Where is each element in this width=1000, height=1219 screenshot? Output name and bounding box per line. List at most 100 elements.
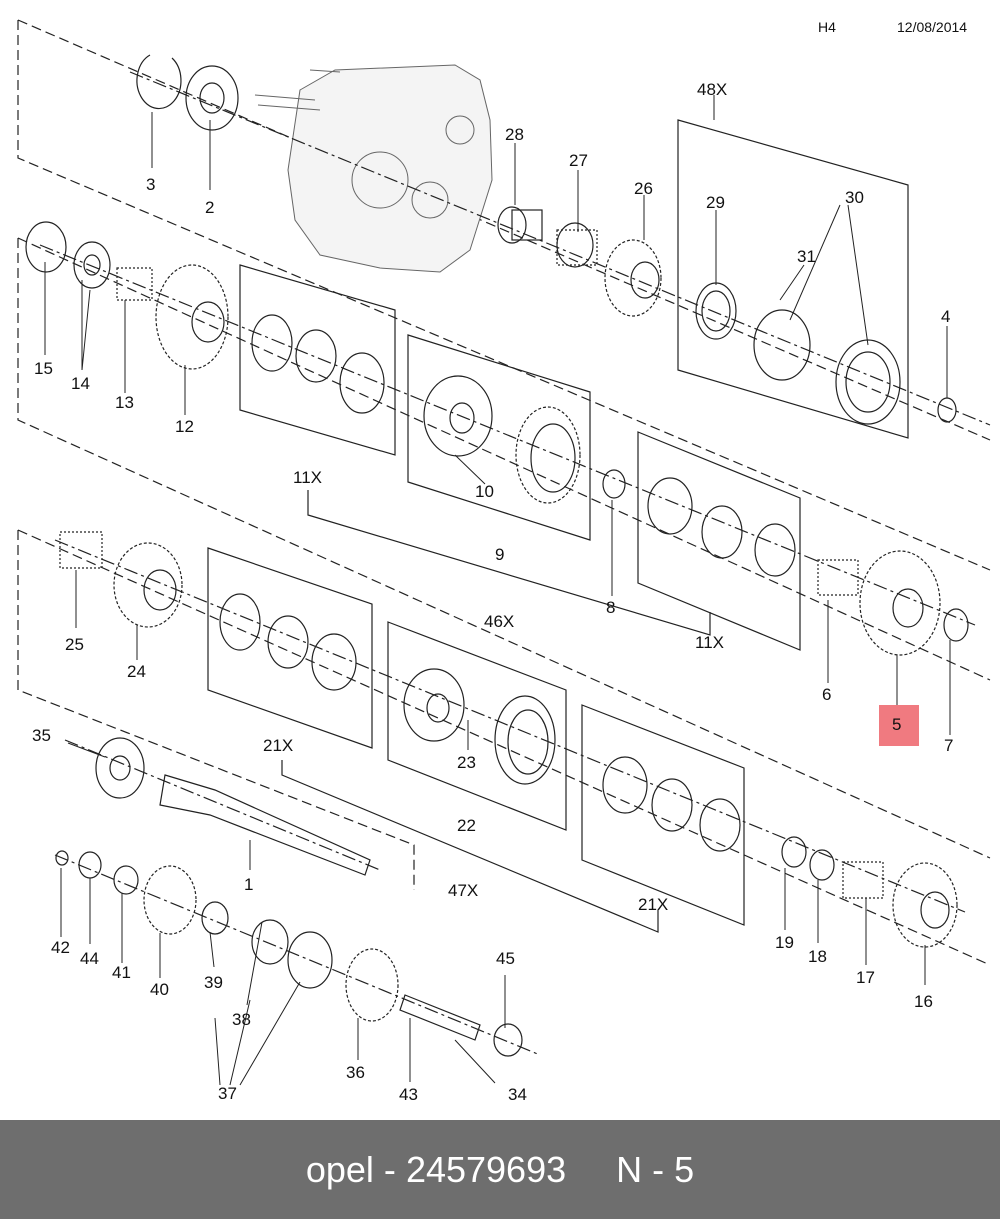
bracket-47x <box>281 760 659 933</box>
callout-44: 44 <box>80 949 99 968</box>
group-box-48x <box>677 119 909 439</box>
part-35-bearing <box>95 737 145 799</box>
footer-ref: N - 5 <box>616 1148 695 1190</box>
part-43-pin <box>399 994 481 1041</box>
part-4-clip <box>937 397 957 423</box>
part-14-washer <box>73 241 111 289</box>
part-1-shaft <box>159 774 371 876</box>
part-15-ring <box>25 221 67 273</box>
callout-42: 42 <box>51 938 70 957</box>
callout-3: 3 <box>146 175 155 194</box>
part-42-clip <box>55 850 69 866</box>
group-box-11x-right <box>637 431 801 651</box>
callout-37: 37 <box>218 1084 237 1103</box>
part-26-gear <box>604 239 662 317</box>
callout-36: 36 <box>346 1063 365 1082</box>
part-28-bushing <box>497 206 543 244</box>
part-36-gear <box>345 948 399 1022</box>
part-8-circlip <box>602 469 626 499</box>
part-44-washer <box>78 851 102 879</box>
callout-30: 30 <box>845 188 864 207</box>
group-label-48x: 48X <box>697 80 727 99</box>
part-17-needle-bearing <box>842 861 884 899</box>
part-7-washer <box>943 608 969 642</box>
axis-lower-b <box>64 739 381 871</box>
callout-5: 5 <box>892 715 901 734</box>
axis-middle <box>39 244 976 626</box>
callout-43: 43 <box>399 1085 418 1104</box>
callout-17: 17 <box>856 968 875 987</box>
group-label-47x: 47X <box>448 881 478 900</box>
callout-24: 24 <box>127 662 146 681</box>
group-box-11x-upper <box>239 264 396 456</box>
callout-45: 45 <box>496 949 515 968</box>
part-2-bearing <box>185 65 239 131</box>
part-39-ring <box>201 901 229 935</box>
callout-4: 4 <box>941 307 950 326</box>
part-25-needle-bearing <box>59 531 103 569</box>
footer-brand: opel <box>305 1148 374 1190</box>
part-info-footer: opel - 24579693 N - 5 <box>0 1120 1000 1219</box>
part-40-gear <box>143 865 197 935</box>
part-29-ring <box>695 282 737 340</box>
footer-separator: - <box>383 1148 396 1190</box>
callout-2: 2 <box>205 198 214 217</box>
callout-10: 10 <box>475 482 494 501</box>
callout-7: 7 <box>944 736 953 755</box>
callout-34: 34 <box>508 1085 527 1104</box>
group-label-46x: 46X <box>484 612 514 631</box>
part-12-gear <box>155 264 229 370</box>
group-label-21x-left: 21X <box>263 736 293 755</box>
group-label-11x-right: 11X <box>695 633 724 652</box>
part-41-bearing <box>113 865 139 895</box>
callout-25: 25 <box>65 635 84 654</box>
callout-1: 1 <box>244 875 253 894</box>
part-23-hub <box>403 668 465 742</box>
part-45-ring <box>493 1023 523 1057</box>
part-22-sleeve <box>494 695 556 785</box>
callout-13: 13 <box>115 393 134 412</box>
callout-14: 14 <box>71 374 90 393</box>
dashed-outline-upper <box>17 19 991 571</box>
callout-35: 35 <box>32 726 51 745</box>
callout-9: 9 <box>495 545 504 564</box>
diagram-date: 12/08/2014 <box>897 19 968 35</box>
rings-21x-left <box>219 593 357 691</box>
part-24-gear <box>113 542 183 628</box>
callout-41: 41 <box>112 963 131 982</box>
dashed-outline-lower <box>17 529 991 966</box>
part-27-needle-bearing <box>556 222 598 268</box>
part-5-gear <box>859 550 941 656</box>
rings-11x-upper <box>251 314 385 414</box>
bracket-46x <box>307 490 711 636</box>
rings-21x-right <box>602 756 741 852</box>
callout-27: 27 <box>569 151 588 170</box>
group-box-21x-left <box>207 547 373 749</box>
callout-6: 6 <box>822 685 831 704</box>
part-16-gear <box>892 862 958 948</box>
callout-23: 23 <box>457 753 476 772</box>
part-13-needle-bearing <box>116 267 153 301</box>
callout-31: 31 <box>797 247 816 266</box>
rings-11x-right <box>647 477 796 577</box>
part-10-hub <box>423 375 493 457</box>
group-box-22 <box>387 621 567 831</box>
exploded-gearbox-diagram: 3 2 28 27 26 29 30 31 4 15 14 13 12 10 9… <box>17 19 991 1104</box>
group-labels: 48X 11X 46X 11X 21X 47X 21X <box>263 80 727 914</box>
group-label-11x-upper: 11X <box>293 468 322 487</box>
diagram-code: H4 <box>818 19 836 35</box>
group-box-9 <box>407 334 591 541</box>
callout-38: 38 <box>232 1010 251 1029</box>
part-6-needle-bearing <box>817 559 859 596</box>
group-label-21x-right: 21X <box>638 895 668 914</box>
callout-8: 8 <box>606 598 615 617</box>
part-37-38-synchro <box>251 919 333 989</box>
axis-upper <box>129 71 991 426</box>
group-box-21x-right <box>581 704 745 926</box>
callout-12: 12 <box>175 417 194 436</box>
callout-26: 26 <box>634 179 653 198</box>
callout-18: 18 <box>808 947 827 966</box>
callout-28: 28 <box>505 125 524 144</box>
part-callouts: 3 2 28 27 26 29 30 31 4 15 14 13 12 10 9… <box>32 125 953 1104</box>
part-3-circlip <box>136 54 182 110</box>
